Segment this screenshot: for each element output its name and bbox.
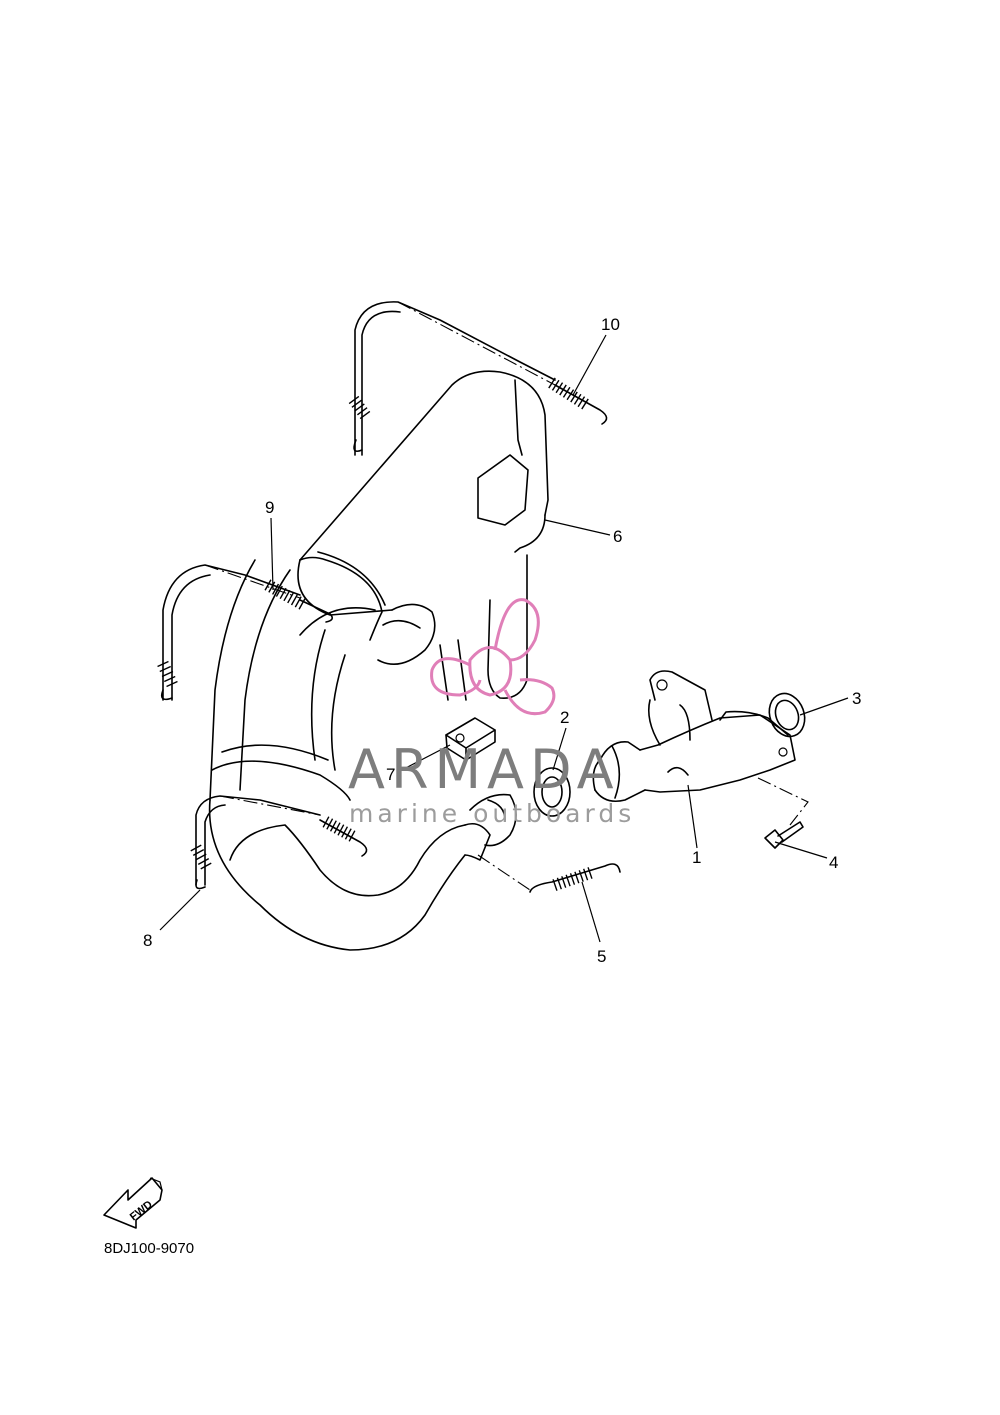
fwd-arrow-icon: FWD — [103, 1177, 163, 1229]
spring-coil — [583, 868, 589, 881]
spring-coil — [348, 395, 360, 405]
spring-part-5 — [529, 863, 621, 893]
leader-lines — [159, 334, 849, 943]
spring-coil — [551, 379, 560, 391]
gasket-ring-part — [533, 767, 571, 817]
spring-coil — [356, 407, 368, 416]
spring-coil — [351, 399, 363, 408]
spring-coil — [190, 844, 202, 852]
spring-coil — [163, 675, 176, 683]
callout-3: 3 — [852, 689, 861, 708]
spring-coil — [574, 871, 580, 884]
spring-coil — [161, 670, 174, 678]
spring-coil — [573, 393, 582, 405]
spring-coil — [333, 822, 341, 834]
spring-coil — [326, 818, 334, 830]
assembly-guide-lines — [204, 301, 809, 891]
exhaust-pipe — [208, 559, 517, 951]
flange-gasket-part — [768, 692, 806, 738]
spring-coil — [268, 581, 276, 593]
spring-coil — [555, 382, 564, 394]
muffler-part — [297, 370, 549, 701]
spring-coil — [283, 589, 291, 602]
spring-coil — [294, 596, 302, 608]
callout-10: 10 — [601, 315, 620, 334]
spring-coil — [279, 587, 287, 600]
spring-coil — [159, 665, 172, 673]
spring-coil — [562, 386, 571, 398]
spring-hook-8 — [195, 795, 368, 890]
spring-coil — [341, 826, 349, 838]
spring-coil — [581, 398, 589, 410]
spring-coil — [587, 867, 593, 879]
callout-8: 8 — [143, 931, 152, 950]
spring-hook-9 — [160, 564, 334, 701]
spring-coil — [561, 876, 567, 888]
spring-coil — [559, 384, 567, 396]
spring-coil — [354, 403, 365, 412]
bolt-part — [764, 821, 804, 849]
spring-coil — [577, 396, 586, 408]
spring-coil — [329, 820, 337, 832]
reference-code: 8DJ100-9070 — [104, 1240, 195, 1257]
damper-part — [445, 717, 496, 761]
watermark-brand: ARMADA — [348, 738, 620, 801]
spring-coil — [200, 862, 212, 870]
callout-5: 5 — [597, 947, 606, 966]
callout-2: 2 — [560, 708, 569, 727]
spring-coil — [197, 857, 210, 866]
spring-coil — [359, 410, 371, 420]
callout-9: 9 — [265, 498, 274, 517]
spring-coil — [166, 680, 178, 688]
spring-coil — [556, 877, 562, 890]
callout-7: 7 — [386, 765, 395, 784]
manifold-pipe-part — [592, 670, 796, 803]
spring-coil — [322, 816, 330, 828]
watermark-logo-mark — [430, 598, 556, 716]
spring-coil — [290, 594, 298, 606]
spring-coil — [578, 870, 584, 882]
spring-coil — [337, 824, 345, 836]
spring-coil — [570, 391, 578, 403]
spring-coil — [287, 592, 295, 604]
spring-coil — [298, 598, 306, 610]
spring-coil — [565, 874, 571, 887]
spring-hook-10 — [353, 301, 608, 456]
spring-coil — [552, 879, 558, 891]
spring-coil — [344, 828, 352, 840]
spring-coil — [566, 389, 575, 401]
callout-labels: 1 2 3 4 5 6 7 8 9 10 — [143, 315, 861, 966]
spring-coil — [348, 830, 356, 842]
watermark-tagline: marine outboards — [349, 799, 635, 828]
spring-coil — [192, 848, 205, 857]
callout-4: 4 — [829, 853, 838, 872]
callout-1: 1 — [692, 848, 701, 867]
spring-coil — [157, 660, 169, 668]
spring-coil — [195, 853, 207, 861]
fwd-label: FWD — [128, 1199, 155, 1224]
spring-coil — [569, 873, 576, 885]
callout-6: 6 — [613, 527, 622, 546]
spring-coil — [264, 579, 272, 591]
